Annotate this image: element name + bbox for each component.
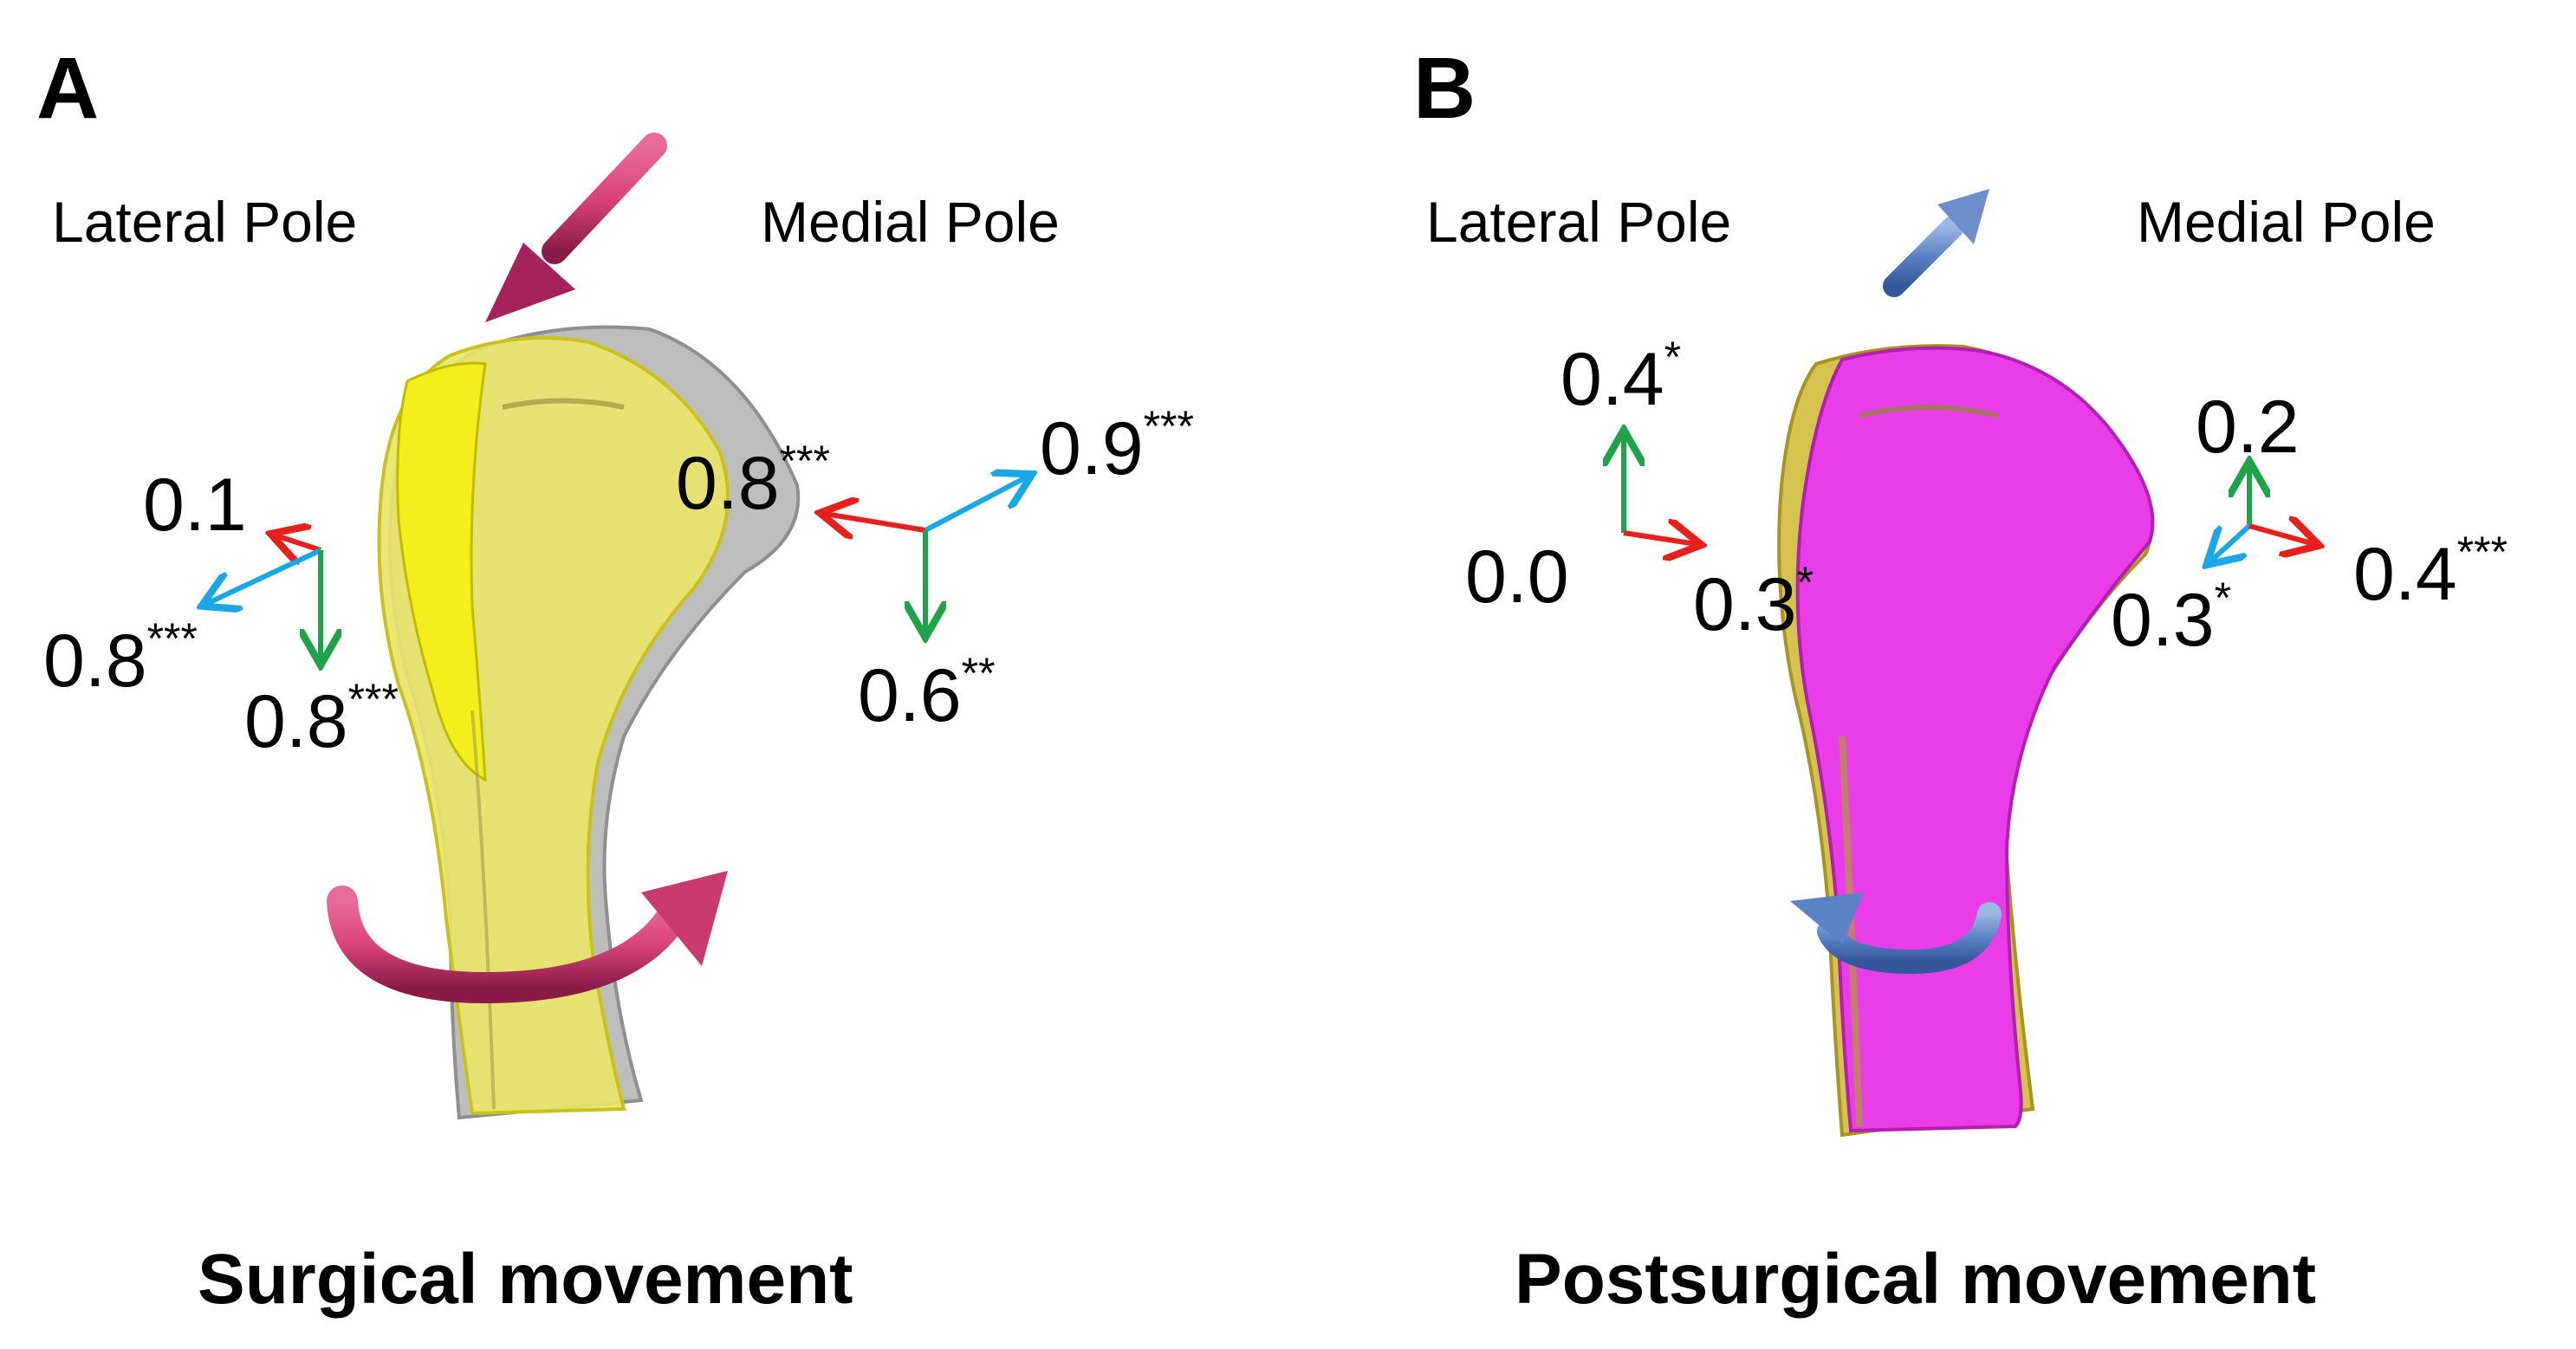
lateral-vector-triad bbox=[1624, 435, 1697, 544]
medial-blue-value: 0.9*** bbox=[1040, 402, 1194, 490]
lateral-pole-label: Lateral Pole bbox=[1426, 190, 1732, 254]
humerus-post-movement bbox=[1795, 346, 2155, 1133]
medial-pole-label: Medial Pole bbox=[761, 190, 1060, 254]
medial-pole-label: Medial Pole bbox=[2137, 190, 2436, 254]
bone-shaft-edge bbox=[470, 710, 496, 1110]
lateral-tuberosity bbox=[396, 361, 487, 782]
panel-letter: A bbox=[36, 40, 100, 137]
lateral-red-value: 0.1 bbox=[143, 464, 247, 547]
panel-letter: B bbox=[1413, 40, 1476, 137]
medial-blue-value: 0.3* bbox=[2111, 574, 2232, 662]
lateral-pole-label: Lateral Pole bbox=[52, 190, 358, 254]
medial-green-value: 0.2 bbox=[2196, 386, 2300, 469]
postsurgical-push-arrow bbox=[1883, 189, 1989, 297]
surgical-push-arrow bbox=[485, 133, 667, 322]
panel-caption: Surgical movement bbox=[198, 1240, 853, 1319]
postsurgical-rotation-arrow bbox=[1790, 892, 2002, 975]
lateral-blue-arrow bbox=[206, 548, 322, 604]
lateral-blue-value: 0.0 bbox=[1465, 535, 1569, 619]
medial-vector-triad bbox=[825, 477, 1028, 632]
medial-red-value: 0.4*** bbox=[2353, 528, 2508, 616]
lateral-red-value: 0.3* bbox=[1693, 558, 1814, 646]
medial-vector-triad bbox=[2210, 466, 2314, 561]
medial-blue-arrow bbox=[924, 477, 1028, 533]
medial-blue-arrow bbox=[2210, 523, 2252, 561]
lateral-red-arrow bbox=[276, 535, 321, 550]
bone-groove bbox=[502, 398, 625, 410]
medial-red-arrow bbox=[2248, 526, 2314, 544]
medial-red-arrow bbox=[825, 514, 926, 530]
lateral-vector-triad bbox=[206, 535, 321, 660]
surgical-rotation-arrow bbox=[327, 871, 728, 1004]
lateral-green-value: 0.8*** bbox=[244, 675, 399, 763]
panel-caption: Postsurgical movement bbox=[1515, 1240, 2317, 1319]
lateral-blue-value: 0.8*** bbox=[43, 614, 198, 703]
bone-illustration bbox=[0, 133, 1288, 1120]
panel-a-surgical: A Lateral Pole Medial Pole bbox=[0, 40, 1288, 1319]
medial-green-value: 0.6** bbox=[858, 649, 996, 737]
lateral-green-value: 0.4* bbox=[1561, 333, 1682, 421]
lateral-red-arrow bbox=[1623, 533, 1697, 544]
bone-groove bbox=[1859, 405, 1999, 418]
medial-red-value: 0.8*** bbox=[676, 437, 830, 525]
panel-b-postsurgical: B Lateral Pole Medial Pole bbox=[1288, 0, 2575, 1349]
bone-illustration bbox=[1288, 189, 2575, 1138]
